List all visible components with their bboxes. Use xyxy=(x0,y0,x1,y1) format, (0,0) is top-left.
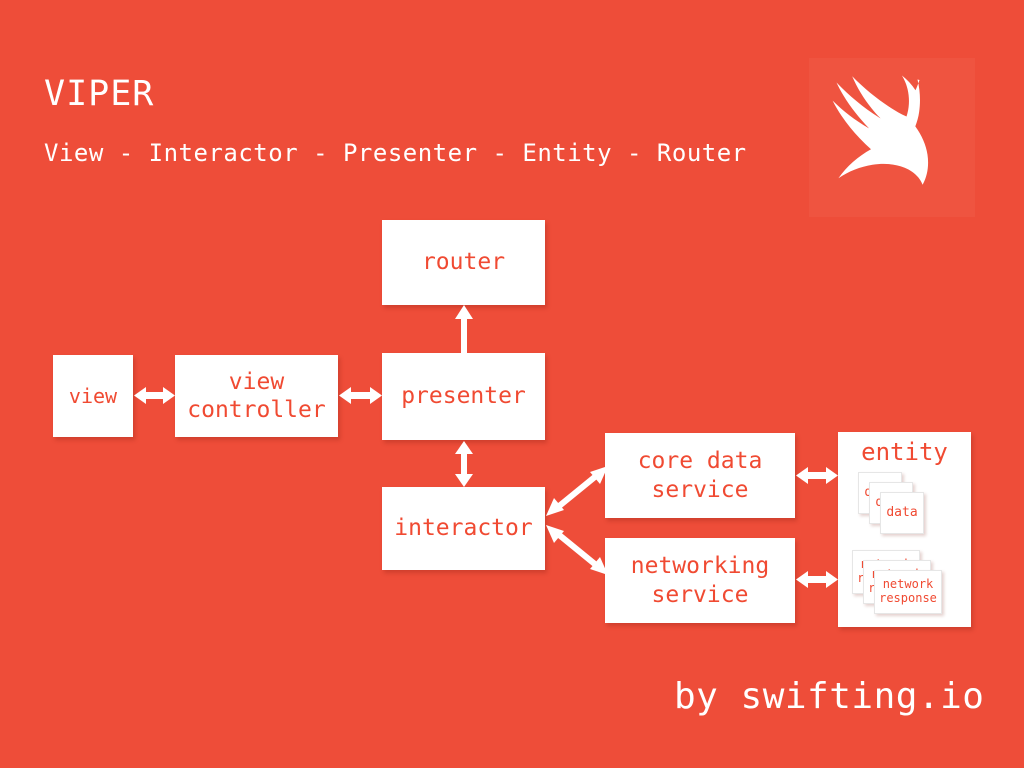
node-entity-panel[interactable]: entity data data data network response n… xyxy=(838,432,971,627)
entity-card: data xyxy=(880,492,924,534)
node-view-label: view xyxy=(68,383,118,408)
node-interactor[interactable]: interactor xyxy=(382,487,545,570)
swift-logo-plate xyxy=(809,58,975,217)
entity-card-label: network response xyxy=(879,577,937,605)
arrow-networking-service-to-entity xyxy=(796,570,838,590)
node-entity-label: entity xyxy=(861,438,948,466)
page-subtitle: View - Interactor - Presenter - Entity -… xyxy=(44,139,747,167)
entity-card-label: data xyxy=(886,504,918,520)
node-interactor-label: interactor xyxy=(394,515,533,542)
node-networking-service-label: networking service xyxy=(630,553,770,608)
node-view-controller-label: view controller xyxy=(187,368,326,423)
node-core-data-service-label: core data service xyxy=(637,448,763,503)
node-networking-service[interactable]: networking service xyxy=(605,538,795,623)
data-entity-stack: data data data xyxy=(838,472,971,534)
arrow-interactor-to-networking-service xyxy=(546,525,608,575)
node-presenter[interactable]: presenter xyxy=(382,353,545,440)
node-view[interactable]: view xyxy=(53,355,133,437)
arrow-view-to-view-controller xyxy=(134,386,175,406)
network-response-entity-stack: network response network response networ… xyxy=(838,550,971,614)
page-title: VIPER xyxy=(44,74,155,114)
node-view-controller[interactable]: view controller xyxy=(175,355,338,437)
arrow-core-data-service-to-entity xyxy=(796,466,838,486)
arrow-interactor-to-core-data-service xyxy=(546,466,608,516)
node-core-data-service[interactable]: core data service xyxy=(605,433,795,518)
node-router-label: router xyxy=(421,249,506,276)
footer-credit: by swifting.io xyxy=(674,676,985,717)
arrow-presenter-to-router xyxy=(455,305,473,355)
node-router[interactable]: router xyxy=(382,220,545,305)
entity-card: network response xyxy=(874,570,942,614)
arrow-presenter-to-interactor xyxy=(455,441,473,487)
node-presenter-label: presenter xyxy=(401,383,526,410)
arrow-view-controller-to-presenter xyxy=(339,386,382,406)
